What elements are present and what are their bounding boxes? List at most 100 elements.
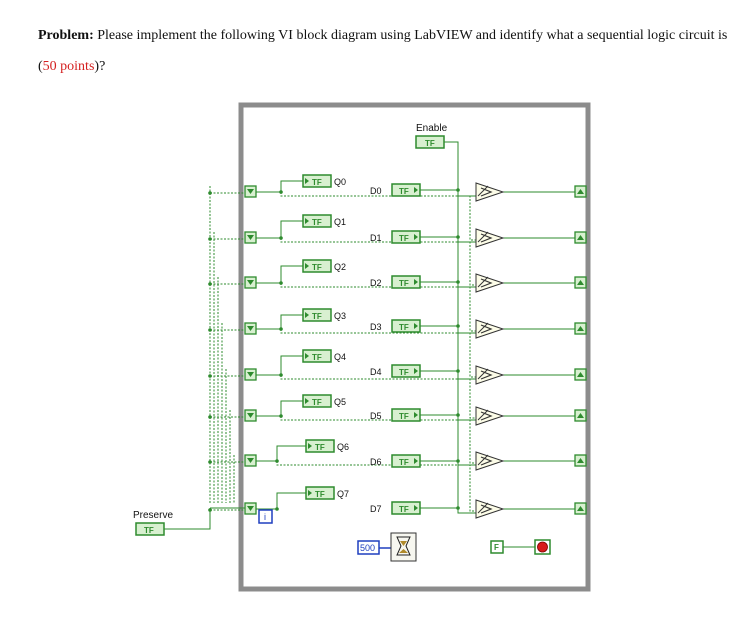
- q-indicator-glyph: TF: [312, 263, 322, 272]
- shift-register-left[interactable]: [244, 368, 257, 381]
- d-label: D6: [370, 457, 382, 467]
- stop-terminal[interactable]: [534, 539, 551, 555]
- shift-register-left[interactable]: [244, 502, 257, 515]
- enable-control-glyph: TF: [425, 139, 435, 148]
- preserve-control-glyph: TF: [144, 526, 154, 535]
- select-function[interactable]: [475, 499, 505, 519]
- select-function[interactable]: [475, 406, 505, 426]
- q-label: Q4: [334, 352, 346, 362]
- shift-register-right[interactable]: [574, 454, 587, 467]
- bool-wire: [420, 460, 476, 466]
- shift-register-right[interactable]: [574, 502, 587, 515]
- shift-register-left[interactable]: [244, 454, 257, 467]
- q-indicator-glyph: TF: [312, 398, 322, 407]
- problem-end: )?: [94, 59, 106, 74]
- d-control[interactable]: TF: [391, 364, 421, 378]
- shift-register-right[interactable]: [574, 185, 587, 198]
- wait-ms-constant[interactable]: 500: [357, 540, 380, 555]
- shift-register-right[interactable]: [574, 368, 587, 381]
- q-indicator-glyph: TF: [312, 178, 322, 187]
- wires-layer: [164, 141, 575, 530]
- bool-wire: [256, 265, 303, 284]
- q-label: Q2: [334, 262, 346, 272]
- wire-junction: [279, 327, 283, 331]
- select-function[interactable]: [475, 273, 505, 293]
- d-control[interactable]: TF: [391, 275, 421, 289]
- iteration-terminal-glyph: i: [264, 512, 266, 522]
- d-control[interactable]: TF: [391, 454, 421, 468]
- q-indicator: TF: [302, 308, 332, 322]
- shift-register-left[interactable]: [244, 322, 257, 335]
- enable-label: Enable: [416, 123, 448, 134]
- d-label: D4: [370, 367, 382, 377]
- while-loop-frame[interactable]: [238, 102, 591, 592]
- wire-junction: [208, 508, 212, 512]
- wire-junction: [279, 414, 283, 418]
- q-indicator-glyph: TF: [315, 490, 325, 499]
- d-control-glyph: TF: [399, 279, 409, 288]
- bool-wire: [256, 492, 306, 510]
- d-label: D3: [370, 322, 382, 332]
- enable-control[interactable]: TF: [415, 135, 445, 149]
- wire-junction: [208, 460, 212, 464]
- d-control[interactable]: TF: [391, 319, 421, 333]
- shift-register-left[interactable]: [244, 276, 257, 289]
- bool-wire: [420, 414, 476, 421]
- preserve-control[interactable]: TF: [135, 522, 165, 536]
- q-indicator-glyph: TF: [315, 443, 325, 452]
- wire-junction: [456, 369, 460, 373]
- d-control-glyph: TF: [399, 323, 409, 332]
- d-control[interactable]: TF: [391, 230, 421, 244]
- d-label: D7: [370, 504, 382, 514]
- wait-ms-value: 500: [360, 543, 375, 553]
- q-label: Q1: [334, 217, 346, 227]
- shift-register-right[interactable]: [574, 409, 587, 422]
- bool-wire: [420, 236, 476, 243]
- shift-register-left[interactable]: [244, 409, 257, 422]
- bool-wire: [256, 400, 303, 417]
- wire-junction: [279, 281, 283, 285]
- select-function[interactable]: [475, 182, 505, 202]
- wire-junction: [208, 191, 212, 195]
- bool-wire: [256, 445, 306, 462]
- select-function[interactable]: [475, 451, 505, 471]
- iteration-terminal[interactable]: i: [258, 509, 273, 524]
- wait-timer-icon[interactable]: [390, 532, 417, 562]
- q-indicator: TF: [302, 394, 332, 408]
- d-control-glyph: TF: [399, 187, 409, 196]
- false-constant[interactable]: F: [490, 540, 504, 554]
- d-control-glyph: TF: [399, 368, 409, 377]
- q-indicator: TF: [305, 439, 335, 453]
- d-control[interactable]: TF: [391, 183, 421, 197]
- select-function[interactable]: [475, 228, 505, 248]
- select-function[interactable]: [475, 365, 505, 385]
- q-indicator: TF: [302, 259, 332, 273]
- bool-wire: [256, 355, 303, 376]
- bool-wire: [420, 325, 476, 334]
- d-control-glyph: TF: [399, 458, 409, 467]
- select-function[interactable]: [475, 319, 505, 339]
- wire-junction: [208, 415, 212, 419]
- wire-junction: [208, 282, 212, 286]
- shift-register-right[interactable]: [574, 322, 587, 335]
- wire-junction: [208, 237, 212, 241]
- problem-text: Please implement the following VI block …: [38, 28, 728, 74]
- wire-junction: [279, 190, 283, 194]
- d-control[interactable]: TF: [391, 408, 421, 422]
- bool-wire: [420, 281, 476, 288]
- shift-register-right[interactable]: [574, 276, 587, 289]
- d-control[interactable]: TF: [391, 501, 421, 515]
- wire-junction: [279, 373, 283, 377]
- shift-register-left[interactable]: [244, 231, 257, 244]
- q-label: Q3: [334, 311, 346, 321]
- bool-wire: [256, 180, 303, 193]
- wire-junction: [456, 280, 460, 284]
- q-indicator: TF: [302, 174, 332, 188]
- wire-junction: [208, 374, 212, 378]
- wire-junction: [456, 506, 460, 510]
- shift-register-right[interactable]: [574, 231, 587, 244]
- wire-junction: [456, 324, 460, 328]
- bool-wire: [256, 314, 303, 330]
- shift-register-left[interactable]: [244, 185, 257, 198]
